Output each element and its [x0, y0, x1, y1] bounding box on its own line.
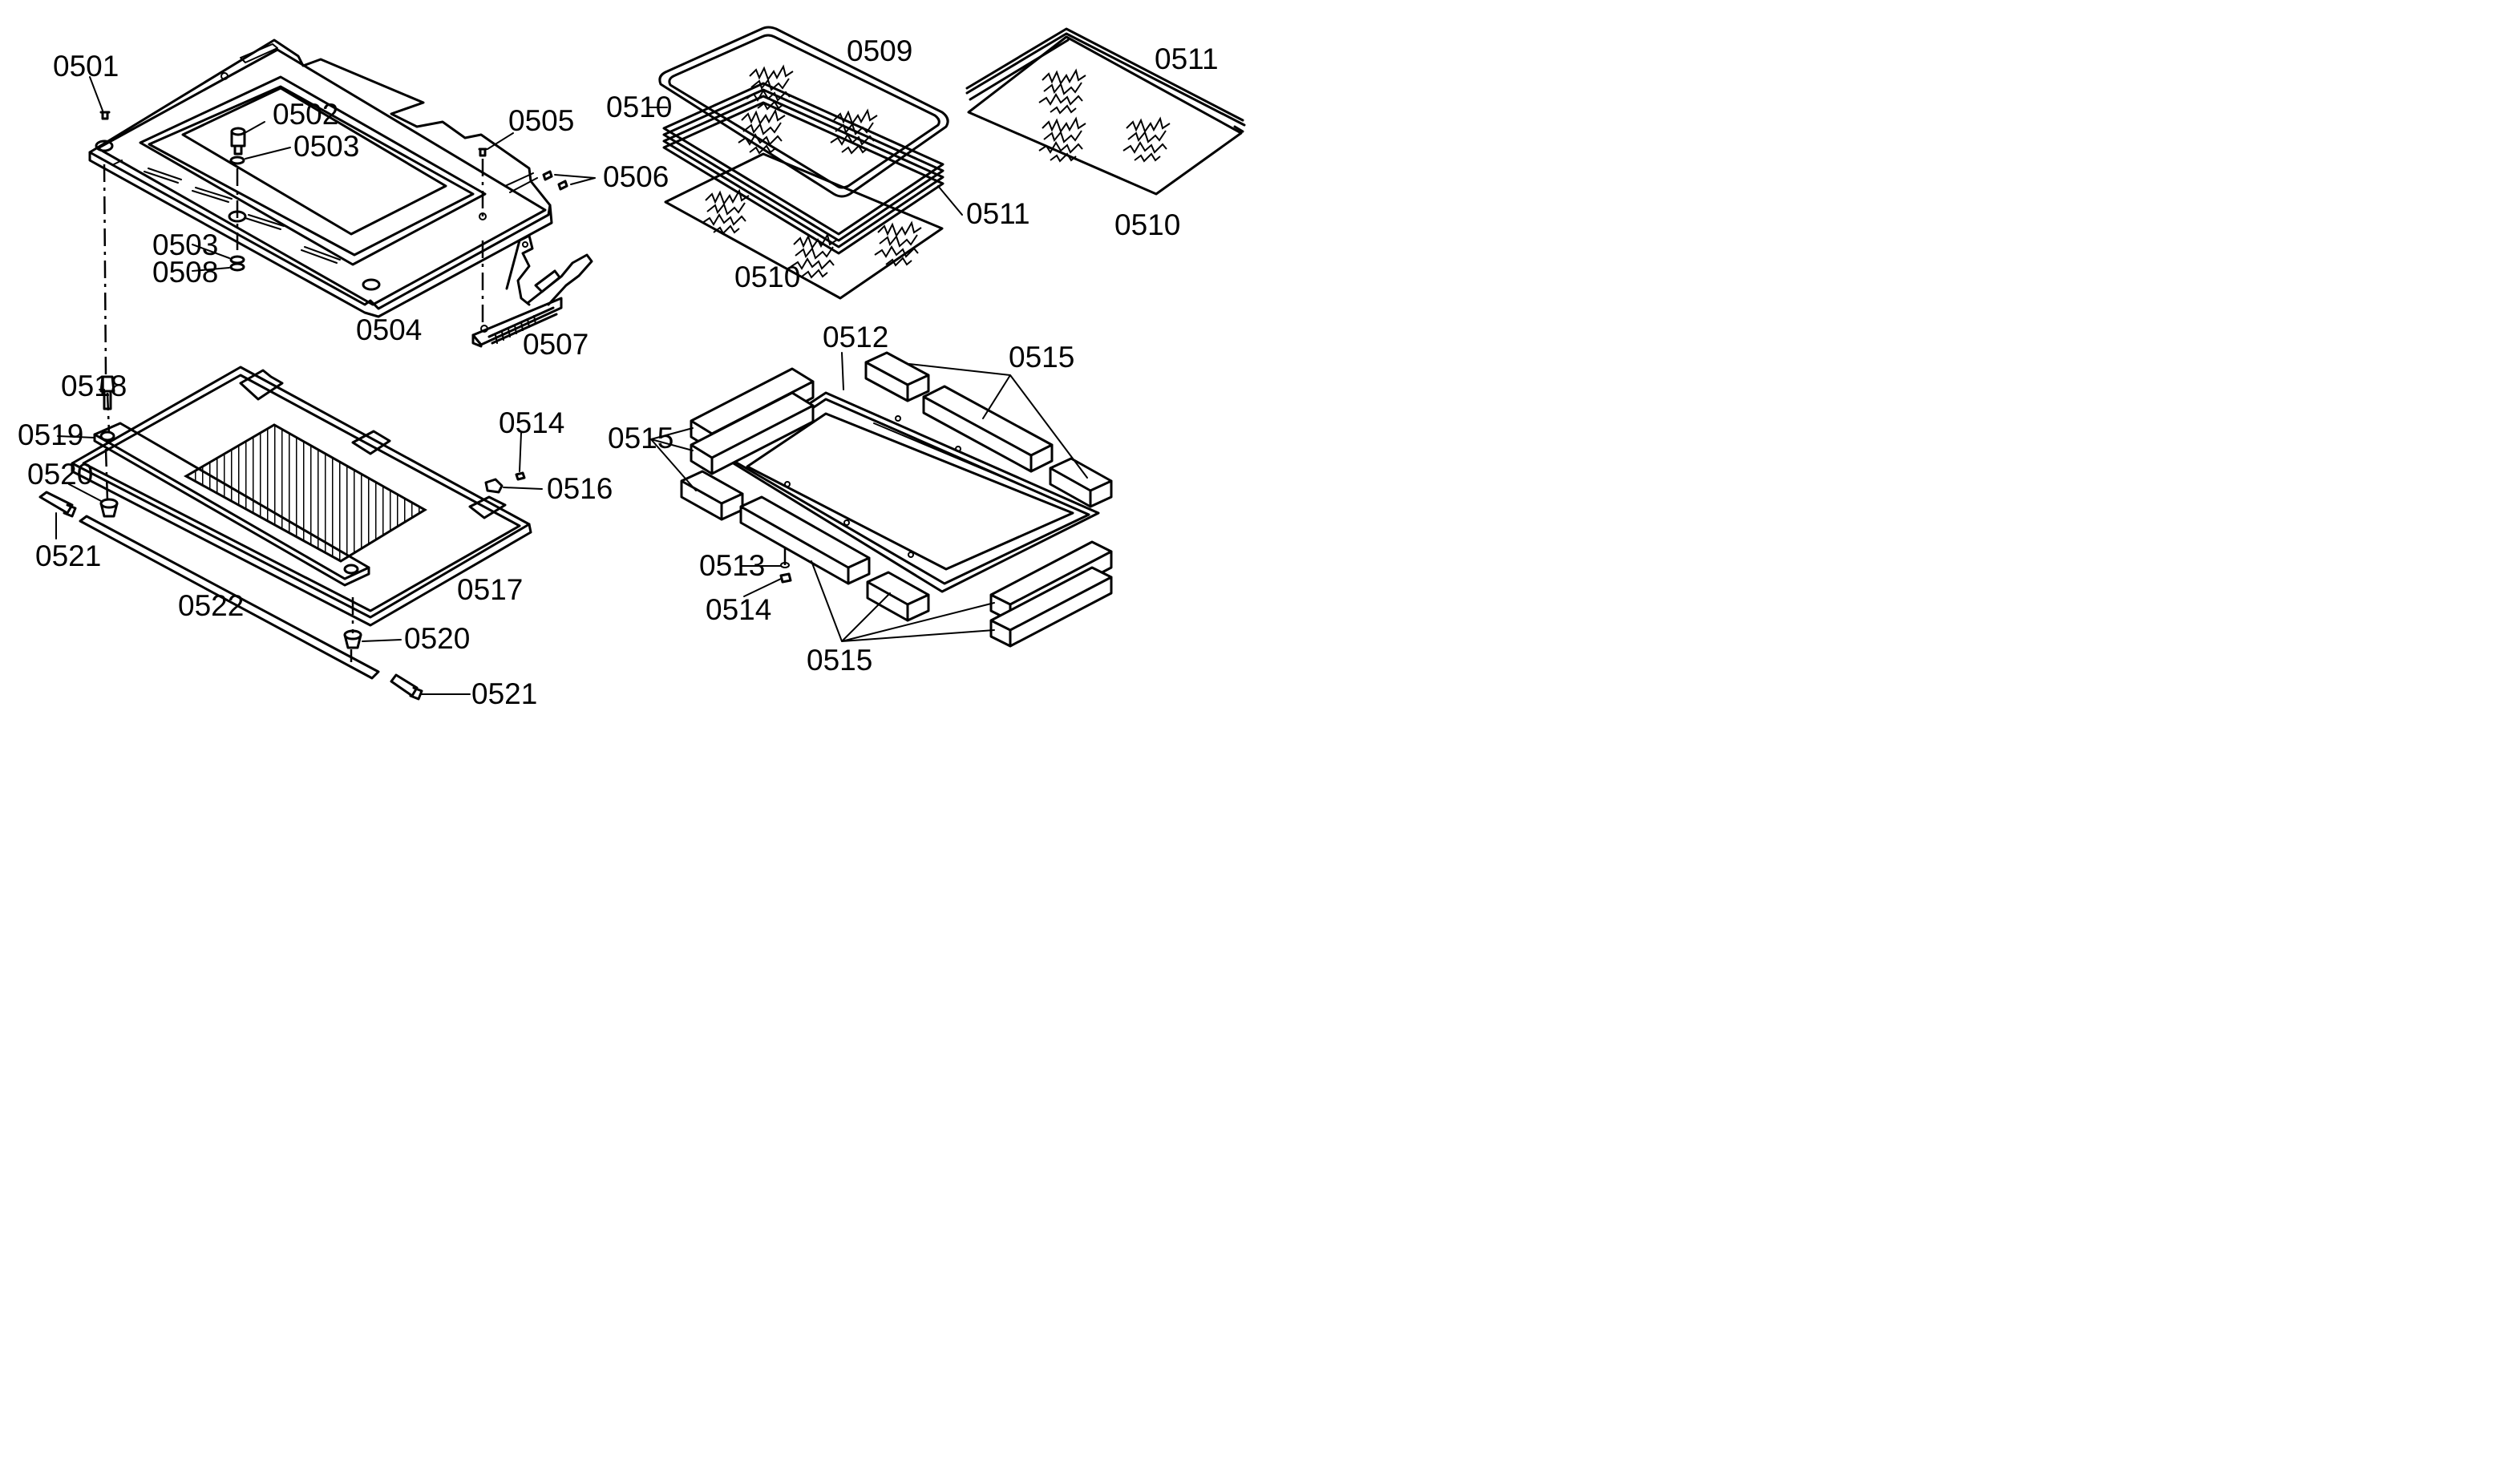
label-0515-top: 0515	[1009, 341, 1074, 374]
glass-panel-0510-right	[965, 27, 1246, 196]
label-0511-middle: 0511	[966, 197, 1030, 230]
clip-0516	[484, 478, 504, 494]
washer-stack-0503-0508	[229, 255, 245, 272]
screw-0514-right	[779, 572, 792, 584]
label-0516: 0516	[547, 472, 613, 505]
label-0513: 0513	[699, 549, 765, 582]
label-0501: 0501	[53, 50, 119, 83]
label-0503-lower: 0503	[152, 228, 218, 261]
hinge-0507	[471, 234, 593, 348]
pin-0502	[230, 127, 246, 156]
label-0507: 0507	[523, 328, 589, 361]
washer-0503-upper	[229, 156, 245, 165]
label-0504: 0504	[356, 313, 422, 346]
label-0518: 0518	[61, 370, 127, 402]
label-0514-left: 0514	[499, 406, 564, 439]
packing-blocks-0515	[680, 351, 1113, 648]
screw-0514-left	[515, 471, 526, 481]
label-0505: 0505	[508, 104, 574, 137]
label-0521-left: 0521	[35, 539, 101, 572]
glass-gasket-stack-0511	[662, 82, 944, 255]
label-0517: 0517	[457, 573, 523, 606]
bushing-0520-upper	[99, 498, 119, 518]
label-0522: 0522	[178, 589, 244, 622]
rod-0522	[79, 515, 380, 680]
end-cap-0521-right	[390, 673, 423, 701]
door-panel-0504	[88, 38, 553, 318]
label-0520-lower: 0520	[404, 622, 470, 655]
label-0508: 0508	[152, 256, 218, 289]
screws-0506	[542, 170, 568, 191]
leader-lines	[55, 76, 1088, 695]
label-0512: 0512	[823, 321, 888, 354]
label-0515-bottom: 0515	[807, 644, 872, 677]
end-cap-0521-left	[38, 491, 77, 518]
pin-0518	[99, 375, 115, 410]
label-0509: 0509	[847, 34, 912, 67]
glass-panel-0509	[658, 26, 949, 198]
label-0503-upper: 0503	[293, 130, 359, 163]
screw-0505	[478, 147, 487, 157]
label-0521-right: 0521	[471, 677, 537, 710]
label-0515-left: 0515	[608, 422, 673, 455]
label-0506: 0506	[603, 160, 669, 193]
label-0510-right: 0510	[1114, 208, 1180, 241]
label-0510-left-top: 0510	[606, 91, 672, 123]
label-0514-right: 0514	[706, 593, 771, 626]
label-0510-middle-bottom: 0510	[734, 261, 800, 293]
door-panel-0517	[71, 366, 532, 627]
part-labels: 0501 0502 0503 0505 0506 0503 0508 0504 …	[18, 34, 1219, 710]
label-0511-right: 0511	[1155, 42, 1219, 75]
bushing-0520-lower	[343, 629, 362, 649]
screw-0501	[99, 111, 111, 120]
label-0520-upper: 0520	[27, 458, 93, 491]
rail-0519	[93, 422, 370, 587]
label-0502: 0502	[273, 98, 338, 131]
label-0519: 0519	[18, 418, 83, 451]
